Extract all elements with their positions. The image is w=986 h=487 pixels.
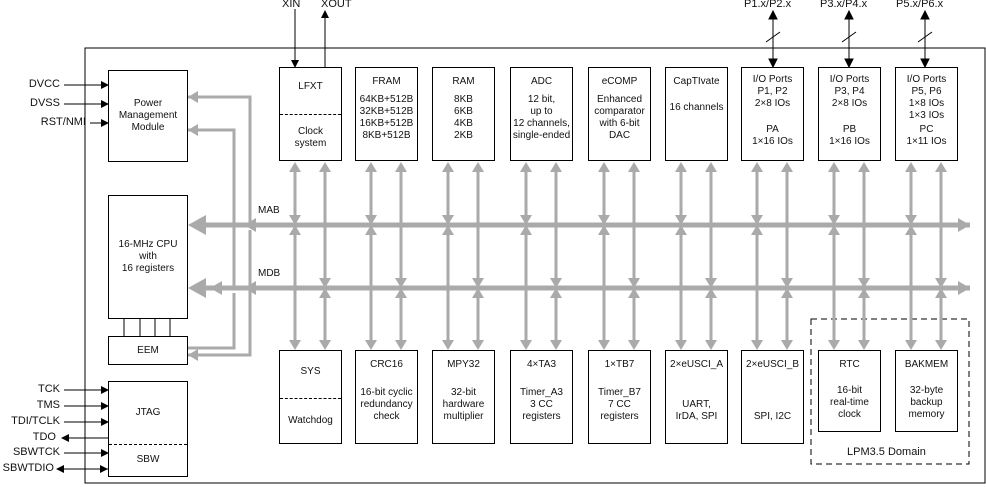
io-ports-p3-p4: I/O Ports P3, P4 2×8 IOs PB 1×16 IOs xyxy=(818,67,881,161)
pin-sbwtdio: SBWTDIO xyxy=(2,462,54,474)
sbwtdio-arrow-left xyxy=(56,465,64,473)
captivate-block: CapTIvate 16 channels xyxy=(665,67,728,161)
rtc-block: RTC 16-bit real-time clock xyxy=(818,350,881,432)
eusci-a-block: 2×eUSCI_A UART, IrDA, SPI xyxy=(665,350,728,444)
ecomp-block: eCOMP Enhanced comparator with 6-bit DAC xyxy=(588,67,651,161)
pin-rst-nmi: RST/NMI xyxy=(40,116,86,128)
mab-bus-arrow xyxy=(188,215,206,235)
adc-block: ADC 12 bit, up to 12 channels, single-en… xyxy=(510,67,573,161)
pin-tms: TMS xyxy=(36,399,60,411)
device-outline xyxy=(84,47,986,484)
io-port-wires xyxy=(765,9,933,69)
cpu-block: 16-MHz CPU with 16 registers xyxy=(108,195,188,319)
lfxt-clock-system: LFXT Clock system xyxy=(279,67,342,161)
pin-dvss: DVSS xyxy=(30,97,60,109)
lpm-domain-label: LPM3.5 Domain xyxy=(847,446,926,458)
eusci-b-block: 2×eUSCI_B SPI, I2C xyxy=(741,350,804,444)
bus-label-mab: MAB xyxy=(258,205,280,216)
io-ports-p1-p2: I/O Ports P1, P2 2×8 IOs PA 1×16 IOs xyxy=(741,67,804,161)
jtag-label: JTAG xyxy=(135,407,161,418)
pin-p5-p6: P5.x/P6.x xyxy=(896,0,944,10)
crc16-block: CRC16 16-bit cyclic redundancy check xyxy=(355,350,418,444)
pin-p1-p2: P1.x/P2.x xyxy=(744,0,792,10)
ram-block: RAM 8KB 6KB 4KB 2KB xyxy=(432,67,495,161)
pin-dvcc: DVCC xyxy=(28,78,60,90)
power-management-module: Power Management Module xyxy=(108,70,188,162)
pin-tdo: TDO xyxy=(32,431,56,443)
mdb-bus-arrow xyxy=(188,278,206,298)
bakmem-block: BAKMEM 32-byte backup memory xyxy=(895,350,958,432)
pin-xin: XIN xyxy=(282,0,301,10)
pin-xout: XOUT xyxy=(321,0,352,10)
pin-p3-p4: P3.x/P4.x xyxy=(820,0,868,10)
bus-label-mdb: MDB xyxy=(258,268,281,279)
sys-watchdog: SYS Watchdog xyxy=(279,350,342,444)
jtag-block: JTAG SBW xyxy=(108,381,188,477)
fram-block: FRAM 64KB+512B 32KB+512B 16KB+512B 8KB+5… xyxy=(355,67,418,161)
io-ports-p5-p6: I/O Ports P5, P6 1×8 IOs 1×3 IOs PC 1×11… xyxy=(895,67,958,161)
cpu-eem-links xyxy=(123,319,171,336)
lpm-domain-outline xyxy=(810,318,970,465)
pin-tdi-tclk: TDI/TCLK xyxy=(11,415,60,427)
timer-ta3-block: 4×TA3 Timer_A3 3 CC registers xyxy=(510,350,573,444)
sbwtdio-arrow-right xyxy=(100,465,108,473)
timer-tb7-block: 1×TB7 Timer_B7 7 CC registers xyxy=(588,350,651,444)
pin-tck: TCK xyxy=(38,383,60,395)
pin-sbwtck: SBWTCK xyxy=(12,446,60,458)
eem-block: EEM xyxy=(108,336,188,365)
sbw-label: SBW xyxy=(136,454,160,465)
mpy32-block: MPY32 32-bit hardware multiplier xyxy=(432,350,495,444)
